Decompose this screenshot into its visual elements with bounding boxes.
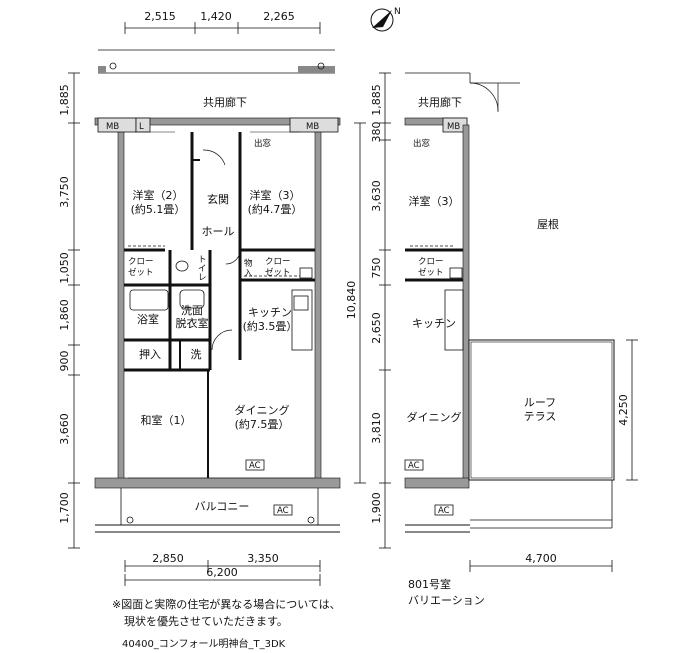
dim-bottom-2: 3,350 [247,552,279,565]
dim-mid-5: 2,650 [370,312,383,344]
western-room-2-size: (約5.1畳） [131,202,186,216]
dim-mid-7: 1,900 [370,492,383,524]
variation-ac-label-1: AC [408,461,420,471]
closet-2-label-b: ゼット [265,267,291,278]
dim-top-2: 1,420 [200,10,232,23]
room-number-label: 801号室 [408,578,451,591]
bay-window-label: 出窓 [254,138,272,149]
variation-label: バリエーション [408,594,485,607]
dim-top-1: 2,515 [144,10,176,23]
variation-bay-window-label: 出窓 [413,138,431,149]
entrance-label: 玄関 [207,192,229,206]
western-room-2-label: 洋室（2） [133,188,184,202]
kitchen-size: (約3.5畳） [243,319,298,333]
oshiire-label: 押入 [139,347,161,361]
washroom-label-b: 脱衣室 [176,316,209,330]
dim-left-6: 3,660 [58,413,71,445]
dim-left-1: 1,885 [58,84,71,116]
closet-1-label-b: ゼット [128,267,154,278]
toilet-label-a: ト [198,255,207,265]
japanese-room-label: 和室（1） [141,413,192,427]
kitchen-label: キッチン [248,306,292,319]
dim-left-4: 1,860 [58,299,71,331]
variation-closet-label-b: ゼット [418,267,444,278]
toilet-label-b: イ [198,264,207,274]
washer-label: 洗 [191,348,202,361]
disclaimer-line-1: ※図面と実際の住宅が異なる場合については、 [112,598,341,611]
dim-mid-6: 3,810 [370,412,383,444]
roof-terrace-label-b: テラス [524,410,557,423]
variation-kitchen-label: キッチン [412,317,456,330]
dim-top-3: 2,265 [263,10,295,23]
dim-bottom-total: 6,200 [206,566,238,579]
variation-plan [404,72,638,572]
dim-left-3: 1,050 [58,252,71,284]
footer-code: 40400_コンフォール明神台_T_3DK [122,639,286,650]
corridor-label: 共用廊下 [203,95,247,109]
dim-left-7: 1,700 [58,492,71,524]
roof-label: 屋根 [537,217,559,231]
washroom-label-a: 洗面 [181,304,203,317]
main-plan [94,49,341,533]
western-room-3-size: (約4.7畳） [248,202,303,216]
roof-terrace-label-a: ルーフ [524,396,556,409]
closet-2-label-a: クロー [265,257,291,267]
bottom-dimension-line [124,560,321,586]
dim-mid-1: 1,885 [370,84,383,116]
box-label: L [139,122,144,132]
dining-label: ダイニング [235,403,290,417]
western-room-3-label: 洋室（3） [250,188,301,202]
dim-left-2: 3,750 [58,176,71,208]
balcony-label: バルコニー [195,500,250,513]
dim-mid-2: 380 [370,122,383,143]
variation-dining-label: ダイニング [407,410,462,424]
mb-label-1: MB [106,122,119,132]
variation-western-room-label: 洋室（3） [409,194,460,208]
bathroom-label: 浴室 [137,312,159,326]
variation-mb-label: MB [447,122,460,132]
storage-label-a: 物 [244,258,253,269]
storage-label-b: 入 [244,269,253,279]
dim-mid-total: 10,840 [345,281,358,320]
middle-dimension-line [354,72,391,549]
ac-label-1: AC [249,461,261,471]
dim-mid-4: 750 [370,258,383,279]
top-dimension-line [124,22,321,34]
dim-terrace-height: 4,250 [617,394,630,426]
dim-bottom-1: 2,850 [152,552,184,565]
closet-1-label-a: クロー [128,257,154,267]
dim-left-5: 900 [58,351,71,372]
dim-mid-3: 3,630 [370,180,383,212]
variation-closet-label-a: クロー [418,257,444,267]
dim-terrace-width: 4,700 [525,552,557,565]
dining-size: (約7.5畳） [235,417,290,431]
disclaimer-line-2: 現状を優先させていただきます。 [124,615,288,628]
hall-label: ホール [202,225,235,238]
ac-label-2: AC [277,506,289,516]
variation-ac-label-2: AC [438,506,450,516]
mb-label-2: MB [306,122,319,132]
north-label: N [394,7,401,17]
north-arrow-icon: N [370,7,401,32]
left-dimension-line [68,72,80,549]
variation-corridor-label: 共用廊下 [418,95,462,109]
toilet-label-c: レ [198,273,207,283]
